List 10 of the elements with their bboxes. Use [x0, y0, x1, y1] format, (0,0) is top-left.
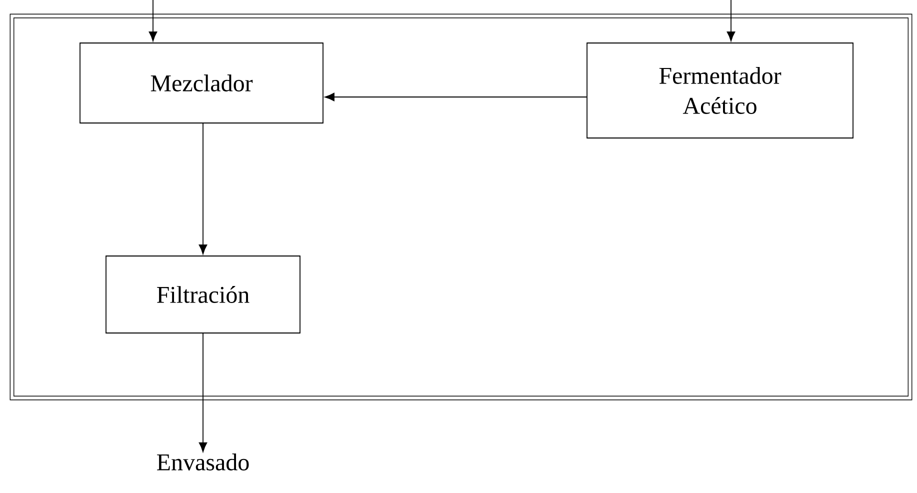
step-label: Envasado [157, 454, 249, 470]
arrow [148, 0, 158, 42]
process-box: Mezclador [80, 42, 324, 124]
arrow [726, 0, 736, 42]
frame-box [10, 14, 912, 400]
arrow [198, 123, 208, 254]
process-box: Filtración [106, 256, 300, 334]
arrow [324, 92, 587, 102]
arrow [198, 333, 208, 452]
process-box: Fermentador Acético [586, 42, 854, 138]
